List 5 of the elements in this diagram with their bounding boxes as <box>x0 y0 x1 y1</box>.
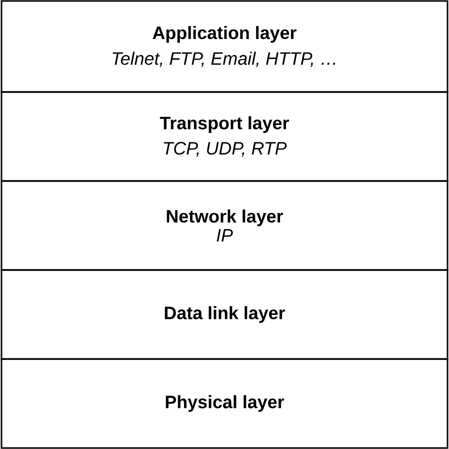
layer-box: Transport layer TCP, UDP, RTP <box>0 91 448 182</box>
layer-box: Application layer Telnet, FTP, Email, HTTP, … <box>0 0 448 93</box>
layer-box: Network layer IP <box>0 180 448 271</box>
layer-box: Physical layer <box>0 358 448 449</box>
layer-box: Data link layer <box>0 269 448 360</box>
